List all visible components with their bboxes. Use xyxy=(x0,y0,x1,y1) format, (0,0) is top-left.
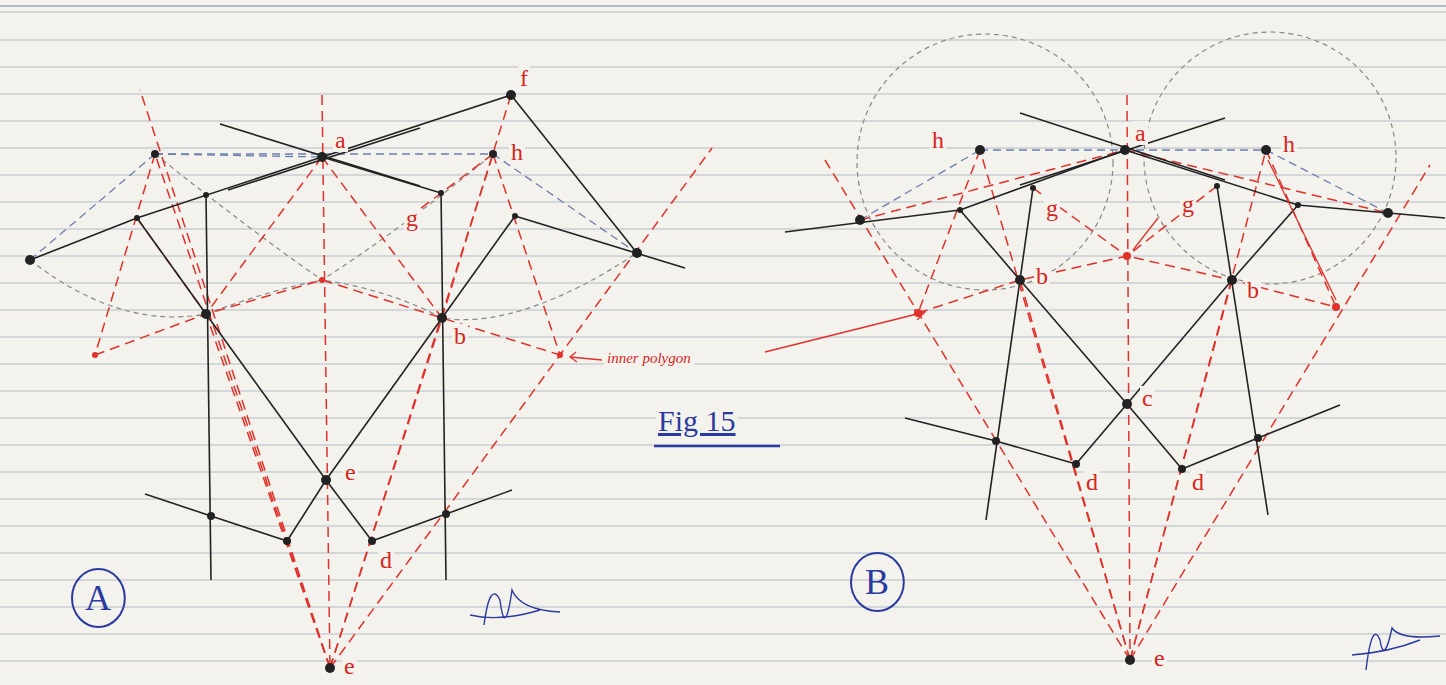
inner-points xyxy=(914,252,1340,317)
point-label: b xyxy=(1034,264,1050,288)
points xyxy=(25,90,642,673)
point-label: a xyxy=(1133,121,1148,145)
construction-lines xyxy=(860,150,1388,220)
point-label: d xyxy=(1190,470,1206,494)
point-label: h xyxy=(509,140,525,164)
point-label: d xyxy=(378,548,394,572)
point-label: e xyxy=(1152,646,1167,670)
point-label: e xyxy=(342,654,357,678)
circled-letter: B xyxy=(849,551,906,613)
point-label: g xyxy=(404,206,420,230)
figure-letter: A xyxy=(85,580,111,616)
note-label: inner polygon xyxy=(604,350,694,367)
point-label: g xyxy=(1180,192,1196,216)
figure-letter: B xyxy=(865,564,889,600)
circled-letter: A xyxy=(70,567,127,629)
point-label: e xyxy=(343,460,358,484)
inner-points xyxy=(92,277,563,358)
figure-lines xyxy=(785,113,1445,520)
construction-circles xyxy=(857,32,1396,290)
construction-lines xyxy=(30,154,637,260)
point-label: c xyxy=(1140,386,1155,410)
construction-arcs xyxy=(30,154,637,320)
signature xyxy=(470,590,1440,670)
figure-caption: Fig 15 xyxy=(656,406,738,436)
figure-lines xyxy=(30,95,685,580)
circle-outline xyxy=(72,569,125,627)
circle-outline xyxy=(851,553,904,611)
point-label: h xyxy=(1281,132,1297,156)
point-label: h xyxy=(930,128,946,152)
points xyxy=(855,145,1393,665)
point-label: a xyxy=(333,128,348,152)
point-label: b xyxy=(452,324,468,348)
point-label: d xyxy=(1084,470,1100,494)
red-construction xyxy=(825,95,1430,660)
point-label: b xyxy=(1245,278,1261,302)
point-label: g xyxy=(1044,196,1060,220)
red-construction xyxy=(95,90,712,668)
fig-underline xyxy=(654,445,780,448)
pointer-arrows xyxy=(1133,160,1336,300)
point-label: f xyxy=(518,66,530,90)
